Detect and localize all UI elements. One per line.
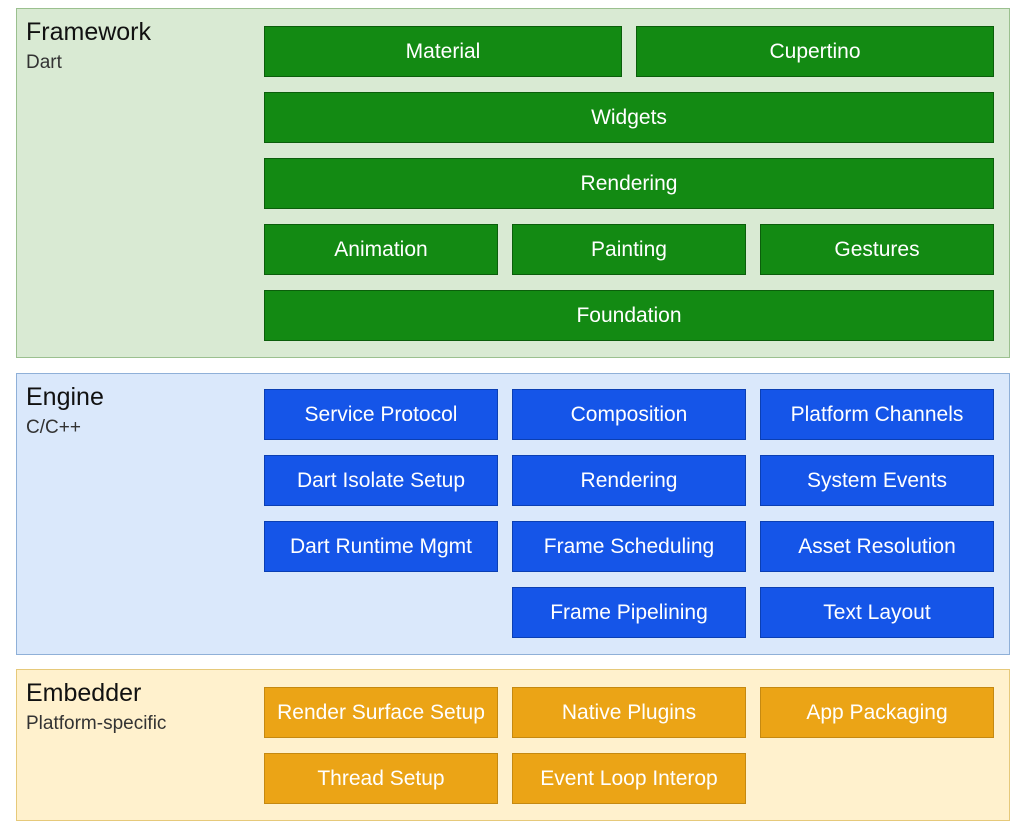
- engine-layer: Engine C/C++ Service Protocol Compositio…: [16, 373, 1010, 655]
- framework-subtitle: Dart: [26, 52, 62, 73]
- block-system-events: System Events: [760, 455, 994, 506]
- block-platform-channels: Platform Channels: [760, 389, 994, 440]
- block-service-protocol: Service Protocol: [264, 389, 498, 440]
- block-dart-isolate-setup: Dart Isolate Setup: [264, 455, 498, 506]
- block-thread-setup: Thread Setup: [264, 753, 498, 804]
- block-animation: Animation: [264, 224, 498, 275]
- framework-layer: Framework Dart Material Cupertino Widget…: [16, 8, 1010, 358]
- block-composition: Composition: [512, 389, 746, 440]
- framework-title: Framework: [26, 18, 152, 46]
- block-event-loop-interop: Event Loop Interop: [512, 753, 746, 804]
- engine-subtitle: C/C++: [26, 417, 81, 438]
- block-native-plugins: Native Plugins: [512, 687, 746, 738]
- block-frame-scheduling: Frame Scheduling: [512, 521, 746, 572]
- block-dart-runtime-mgmt: Dart Runtime Mgmt: [264, 521, 498, 572]
- block-rendering: Rendering: [264, 158, 994, 209]
- block-material: Material: [264, 26, 622, 77]
- block-widgets: Widgets: [264, 92, 994, 143]
- block-app-packaging: App Packaging: [760, 687, 994, 738]
- block-render-surface-setup: Render Surface Setup: [264, 687, 498, 738]
- block-painting: Painting: [512, 224, 746, 275]
- block-gestures: Gestures: [760, 224, 994, 275]
- block-frame-pipelining: Frame Pipelining: [512, 587, 746, 638]
- block-asset-resolution: Asset Resolution: [760, 521, 994, 572]
- embedder-title: Embedder: [26, 679, 142, 707]
- embedder-subtitle: Platform-specific: [26, 713, 167, 734]
- engine-title: Engine: [26, 383, 104, 411]
- block-cupertino: Cupertino: [636, 26, 994, 77]
- block-engine-rendering: Rendering: [512, 455, 746, 506]
- block-text-layout: Text Layout: [760, 587, 994, 638]
- block-foundation: Foundation: [264, 290, 994, 341]
- embedder-layer: Embedder Platform-specific Render Surfac…: [16, 669, 1010, 821]
